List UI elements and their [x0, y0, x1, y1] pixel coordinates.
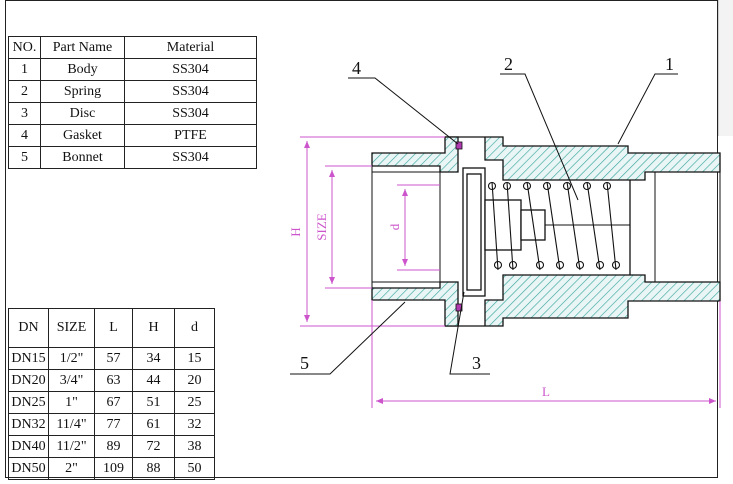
table-cell: 89 — [94, 435, 133, 458]
table-cell: 88 — [132, 457, 175, 480]
table-cell: DN20 — [8, 369, 49, 392]
table-cell: SS304 — [124, 146, 257, 169]
drawing-frame — [5, 0, 718, 478]
thread-details — [371, 153, 721, 301]
bonnet-upper — [371, 136, 459, 173]
table-cell: 63 — [94, 369, 133, 392]
table-cell: 5 — [8, 146, 41, 169]
table-cell: 15 — [174, 347, 215, 370]
body-upper-wall — [445, 136, 721, 181]
table-cell: 3/4" — [48, 369, 95, 392]
dimension-lines — [300, 136, 721, 408]
table-cell: 57 — [94, 347, 133, 370]
dim-label-l: L — [542, 384, 550, 399]
table-cell: SS304 — [124, 102, 257, 125]
disc — [462, 167, 630, 297]
table-cell: Spring — [40, 80, 125, 103]
table-cell: 109 — [94, 457, 133, 480]
gasket-bottom — [455, 303, 463, 312]
table-cell: 32 — [174, 413, 215, 436]
column-header: Part Name — [40, 36, 125, 59]
table-cell: DN40 — [8, 435, 49, 458]
bonnet-lower — [371, 281, 459, 327]
callout-1: 1 — [665, 54, 674, 74]
callout-5: 5 — [300, 353, 309, 373]
table-cell: 38 — [174, 435, 215, 458]
callout-4: 4 — [352, 58, 361, 78]
spring — [487, 180, 631, 275]
table-cell: DN50 — [8, 457, 49, 480]
leader-lines — [290, 73, 678, 375]
body-lower-wall — [445, 274, 721, 327]
dim-label-size: SIZE — [314, 213, 329, 241]
callout-3: 3 — [472, 353, 481, 373]
column-header: DN — [8, 308, 49, 348]
callout-2: 2 — [504, 54, 513, 74]
dim-label-h: H — [288, 227, 303, 236]
scrollbar-strip — [718, 0, 733, 136]
table-cell: Bonnet — [40, 146, 125, 169]
gasket-top — [455, 141, 463, 150]
table-cell: 50 — [174, 457, 215, 480]
dim-label-d: d — [387, 223, 402, 230]
